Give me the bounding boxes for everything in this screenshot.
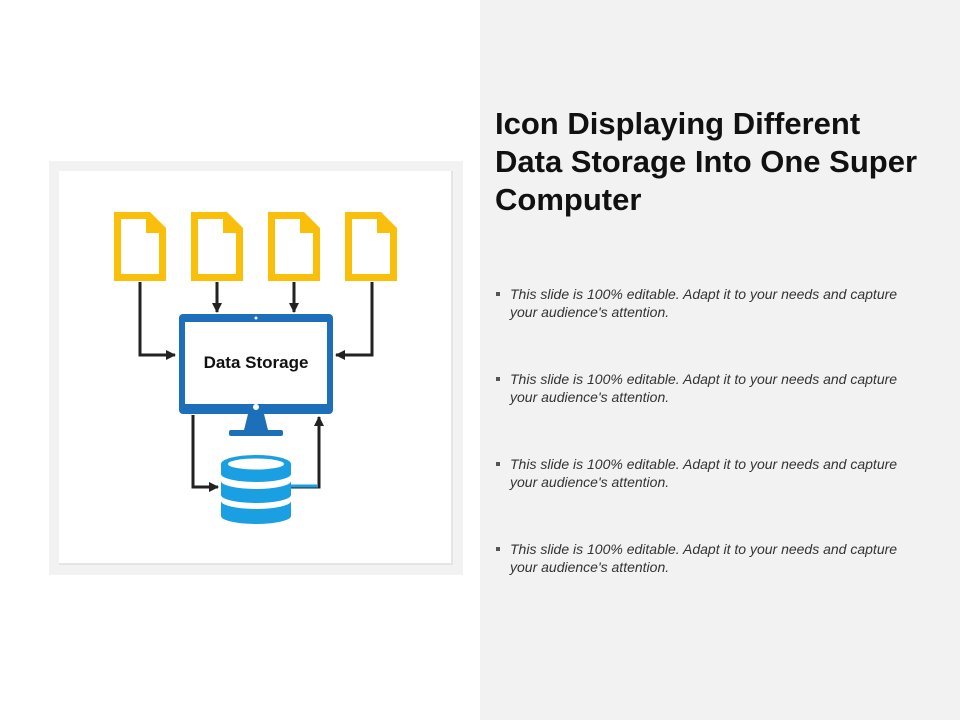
bullet-text: This slide is 100% editable. Adapt it to… xyxy=(510,456,898,490)
bullet-item: This slide is 100% editable. Adapt it to… xyxy=(495,370,915,455)
bullet-item: This slide is 100% editable. Adapt it to… xyxy=(495,540,915,625)
document-icon xyxy=(191,212,243,281)
slide-title: Icon Displaying Different Data Storage I… xyxy=(495,106,918,217)
monitor-icon xyxy=(179,314,333,436)
screen-label: Data Storage xyxy=(203,353,309,372)
bullet-text: This slide is 100% editable. Adapt it to… xyxy=(510,371,898,405)
document-icon xyxy=(114,212,166,281)
document-icon xyxy=(345,212,397,281)
document-icon xyxy=(268,212,320,281)
bullet-marker xyxy=(496,377,500,381)
bullet-item: This slide is 100% editable. Adapt it to… xyxy=(495,455,915,540)
bullet-text: This slide is 100% editable. Adapt it to… xyxy=(510,541,898,575)
flow-arrow xyxy=(290,416,324,489)
bullet-marker xyxy=(496,292,500,296)
flow-arrow xyxy=(191,415,219,492)
bullet-marker xyxy=(496,547,500,551)
flow-arrow xyxy=(138,282,176,360)
database-icon xyxy=(221,455,291,524)
bullet-marker xyxy=(496,462,500,466)
bullet-list: This slide is 100% editable. Adapt it to… xyxy=(495,285,915,625)
bullet-text: This slide is 100% editable. Adapt it to… xyxy=(510,286,898,320)
flow-arrow xyxy=(335,282,374,360)
bullet-item: This slide is 100% editable. Adapt it to… xyxy=(495,285,915,370)
right-panel xyxy=(480,0,960,720)
